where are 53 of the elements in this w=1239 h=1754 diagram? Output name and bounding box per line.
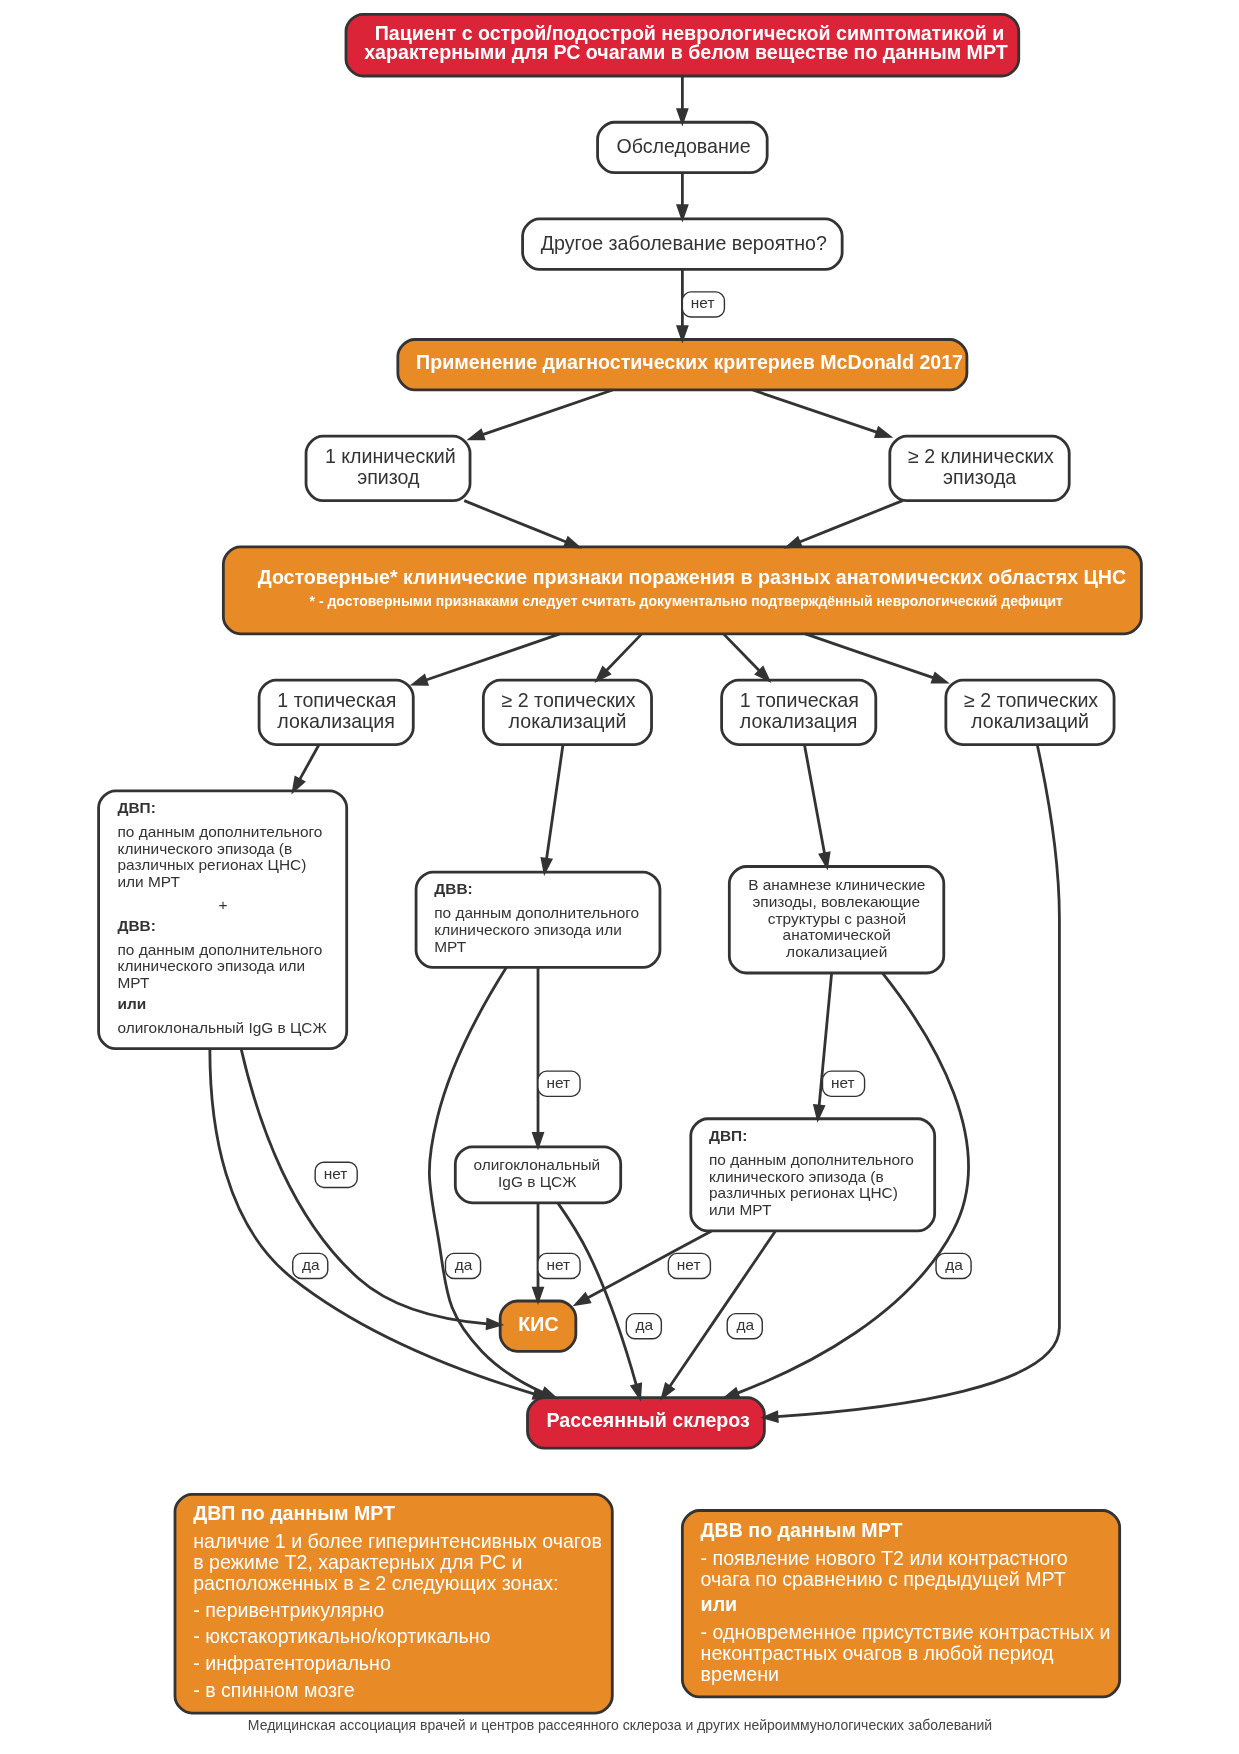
node-box: 1 топическая локализация bbox=[257, 678, 415, 746]
node-box: Применение диагностических критериев McDonald 2017 bbox=[395, 338, 968, 392]
arrow bbox=[812, 973, 833, 1123]
arrow bbox=[531, 967, 544, 1151]
edge-label: нет bbox=[676, 1255, 700, 1273]
edge-label: нет bbox=[830, 1073, 855, 1091]
node-box: олигоклональный IgG в ЦСЖ bbox=[453, 1145, 622, 1205]
arrow bbox=[802, 744, 831, 871]
node-box: Обследование bbox=[595, 120, 769, 175]
arrow bbox=[804, 632, 950, 684]
node-box: ДВП: по данным дополнительного клинического эпизода (в различных регионах ЦНС) или МРТ + ДВВ: по данным дополнительного клинического эпизода или МРТ или олигоклональный IgG в ЦСЖ bbox=[96, 789, 348, 1051]
arrow bbox=[463, 499, 582, 549]
node-box: ≥ 2 топических локализаций bbox=[943, 678, 1115, 746]
node-box: Рассеянный склероз bbox=[525, 1396, 766, 1450]
edge-label: да bbox=[454, 1255, 472, 1273]
node-box: Другое заболевание вероятно? bbox=[520, 217, 844, 271]
arrow bbox=[659, 1230, 776, 1401]
edge-label: нет bbox=[690, 294, 714, 312]
node-box: КИС bbox=[498, 1299, 577, 1353]
arrow bbox=[593, 633, 643, 683]
arrow bbox=[675, 269, 689, 344]
node-box: ≥ 2 топических локализаций bbox=[481, 678, 653, 746]
arrow bbox=[465, 388, 613, 441]
arrow bbox=[751, 388, 893, 438]
edge-label: нет bbox=[545, 1255, 570, 1273]
edge-label: да bbox=[735, 1316, 754, 1334]
node-box: 1 клинический эпизод bbox=[304, 434, 471, 503]
arrow bbox=[556, 1202, 642, 1402]
edge-label: нет bbox=[323, 1164, 347, 1182]
edge-label: да bbox=[301, 1255, 319, 1273]
arrow bbox=[409, 632, 560, 686]
node-box: 1 топическая локализация bbox=[719, 678, 877, 746]
node-box: ДВВ по данным МРТ - появление нового Т2 или контрастного очага по сравнению с предыдущей МРТ или - одновременное присутствие контрастных и неконтрастных очагов в любой период времени bbox=[680, 1509, 1121, 1699]
node-box: ДВВ: по данным дополнительного клинического эпизода или МРТ bbox=[414, 870, 661, 969]
arrow bbox=[675, 173, 689, 223]
edge-label: нет bbox=[545, 1073, 570, 1091]
node-box: ≥ 2 клинических эпизода bbox=[887, 434, 1071, 503]
arrow bbox=[759, 744, 1061, 1423]
edge-label: да bbox=[634, 1316, 653, 1334]
caption: Медицинская ассоциация врачей и центров рассеянного склероза и других нейроиммунологических заболеваний bbox=[247, 1716, 992, 1733]
arrow bbox=[239, 1048, 504, 1331]
node-box: ДВП: по данным дополнительного клинического эпизода (в различных регионах ЦНС) или МРТ bbox=[688, 1117, 936, 1233]
node-box: Достоверные* клинические признаки поражения в разных анатомических областях ЦНС * - достоверными признаками следует считать документально подтверждённый неврологический дефицит bbox=[221, 545, 1143, 636]
arrow bbox=[675, 76, 689, 127]
edge-label: да bbox=[944, 1255, 963, 1273]
arrow bbox=[531, 1203, 544, 1305]
arrow bbox=[290, 744, 320, 795]
arrow bbox=[783, 499, 903, 549]
node-box: Пациент с острой/подострой неврологической симптоматикой и характерными для РС очагами в белом веществе по данным МРТ bbox=[344, 12, 1020, 78]
node-box: ДВП по данным МРТ наличие 1 и более гиперинтенсивных очагов в режиме Т2, характерных для РС и расположенных в ≥ 2 следующих зонах: - перивентрикулярно - юкстакортикально/кортикально - инфратенториально - в спинном мозге bbox=[173, 1493, 614, 1715]
arrow bbox=[539, 744, 564, 876]
arrow bbox=[722, 633, 771, 683]
node-box: В анамнезе клинические эпизоды, вовлекающие структуры с разной анатомической локализацией bbox=[727, 865, 945, 975]
